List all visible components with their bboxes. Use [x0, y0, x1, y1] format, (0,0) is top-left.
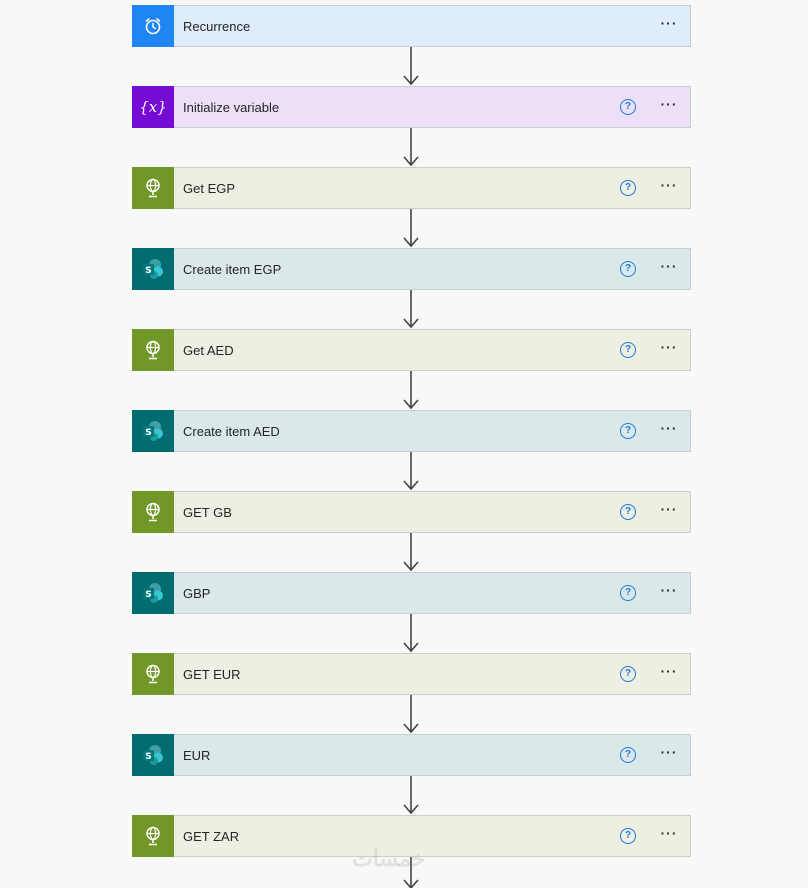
globe-icon — [132, 491, 174, 533]
arrow-down-icon — [403, 614, 419, 653]
globe-icon — [132, 653, 174, 695]
help-icon[interactable]: ? — [620, 828, 636, 844]
sharepoint-icon: S — [132, 572, 174, 614]
arrow-down-icon — [403, 857, 419, 888]
arrow-down-icon — [403, 209, 419, 248]
help-icon[interactable]: ? — [620, 99, 636, 115]
svg-text:S: S — [145, 752, 151, 762]
arrow-down-icon — [403, 452, 419, 491]
svg-text:S: S — [145, 266, 151, 276]
more-options-icon[interactable]: ··· — [660, 258, 678, 274]
step-create-item-egp[interactable]: S Create item EGP ? ··· — [132, 248, 691, 290]
help-icon[interactable]: ? — [620, 423, 636, 439]
more-options-icon[interactable]: ··· — [660, 825, 678, 841]
step-title: Get EGP — [183, 180, 236, 196]
alarm-clock-icon — [132, 5, 174, 47]
svg-text:{x}: {x} — [139, 98, 167, 116]
step-title: Recurrence — [183, 18, 251, 34]
help-icon[interactable]: ? — [620, 666, 636, 682]
help-icon[interactable]: ? — [620, 342, 636, 358]
step-title: GBP — [183, 585, 211, 601]
step-gbp[interactable]: S GBP ? ··· — [132, 572, 691, 614]
step-title: Create item EGP — [183, 261, 282, 277]
arrow-down-icon — [403, 371, 419, 410]
svg-text:S: S — [145, 590, 151, 600]
step-get-egp[interactable]: Get EGP ? ··· — [132, 167, 691, 209]
help-icon[interactable]: ? — [620, 261, 636, 277]
step-title: GET ZAR — [183, 828, 240, 844]
help-icon[interactable]: ? — [620, 747, 636, 763]
arrow-down-icon — [403, 128, 419, 167]
step-title: Initialize variable — [183, 99, 280, 115]
help-icon[interactable]: ? — [620, 504, 636, 520]
globe-icon — [132, 167, 174, 209]
arrow-down-icon — [403, 290, 419, 329]
step-title: GET EUR — [183, 666, 241, 682]
more-options-icon[interactable]: ··· — [660, 15, 678, 31]
step-initialize-variable[interactable]: {x} Initialize variable ? ··· — [132, 86, 691, 128]
arrow-down-icon — [403, 695, 419, 734]
watermark: خمسات — [352, 846, 426, 871]
globe-icon — [132, 329, 174, 371]
svg-text:S: S — [145, 428, 151, 438]
sharepoint-icon: S — [132, 248, 174, 290]
step-recurrence[interactable]: Recurrence ··· — [132, 5, 691, 47]
step-get-eur[interactable]: GET EUR ? ··· — [132, 653, 691, 695]
globe-icon — [132, 815, 174, 857]
more-options-icon[interactable]: ··· — [660, 501, 678, 517]
arrow-down-icon — [403, 776, 419, 815]
step-title: Create item AED — [183, 423, 280, 439]
more-options-icon[interactable]: ··· — [660, 339, 678, 355]
arrow-down-icon — [403, 47, 419, 86]
step-title: EUR — [183, 747, 211, 763]
help-icon[interactable]: ? — [620, 180, 636, 196]
more-options-icon[interactable]: ··· — [660, 663, 678, 679]
step-title: Get AED — [183, 342, 234, 358]
step-get-aed[interactable]: Get AED ? ··· — [132, 329, 691, 371]
more-options-icon[interactable]: ··· — [660, 177, 678, 193]
variable-braces-icon: {x} — [132, 86, 174, 128]
more-options-icon[interactable]: ··· — [660, 744, 678, 760]
step-title: GET GB — [183, 504, 232, 520]
step-get-gb[interactable]: GET GB ? ··· — [132, 491, 691, 533]
sharepoint-icon: S — [132, 734, 174, 776]
step-get-zar[interactable]: GET ZAR ? ··· — [132, 815, 691, 857]
more-options-icon[interactable]: ··· — [660, 420, 678, 436]
more-options-icon[interactable]: ··· — [660, 582, 678, 598]
help-icon[interactable]: ? — [620, 585, 636, 601]
step-eur[interactable]: S EUR ? ··· — [132, 734, 691, 776]
sharepoint-icon: S — [132, 410, 174, 452]
step-create-item-aed[interactable]: S Create item AED ? ··· — [132, 410, 691, 452]
more-options-icon[interactable]: ··· — [660, 96, 678, 112]
arrow-down-icon — [403, 533, 419, 572]
